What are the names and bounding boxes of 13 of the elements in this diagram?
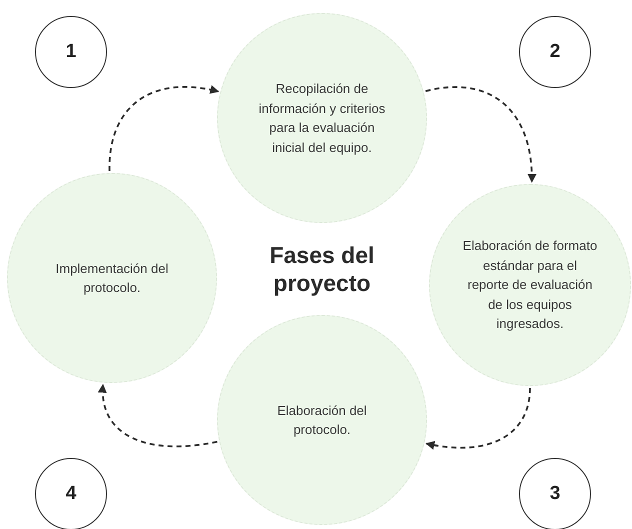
phase-text: Implementación del protocolo. (54, 260, 170, 297)
diagram-title: Fases del proyecto (268, 242, 376, 298)
arrow (425, 388, 531, 450)
arrow (425, 86, 536, 183)
step-number: 1 (66, 41, 76, 63)
phase-text: Recopilación de información y criterios para la evaluación inicial del equipo. (258, 80, 386, 157)
arrow (108, 85, 220, 172)
phase-text: Elaboración del protocolo. (276, 402, 368, 439)
arrow (98, 384, 218, 448)
phase-text: Elaboración de formato estándar para el reporte de evaluación de los equipos ingresados. (462, 237, 598, 334)
step-number: 4 (66, 483, 76, 505)
step-number: 3 (550, 483, 560, 505)
step-number: 2 (550, 41, 560, 63)
